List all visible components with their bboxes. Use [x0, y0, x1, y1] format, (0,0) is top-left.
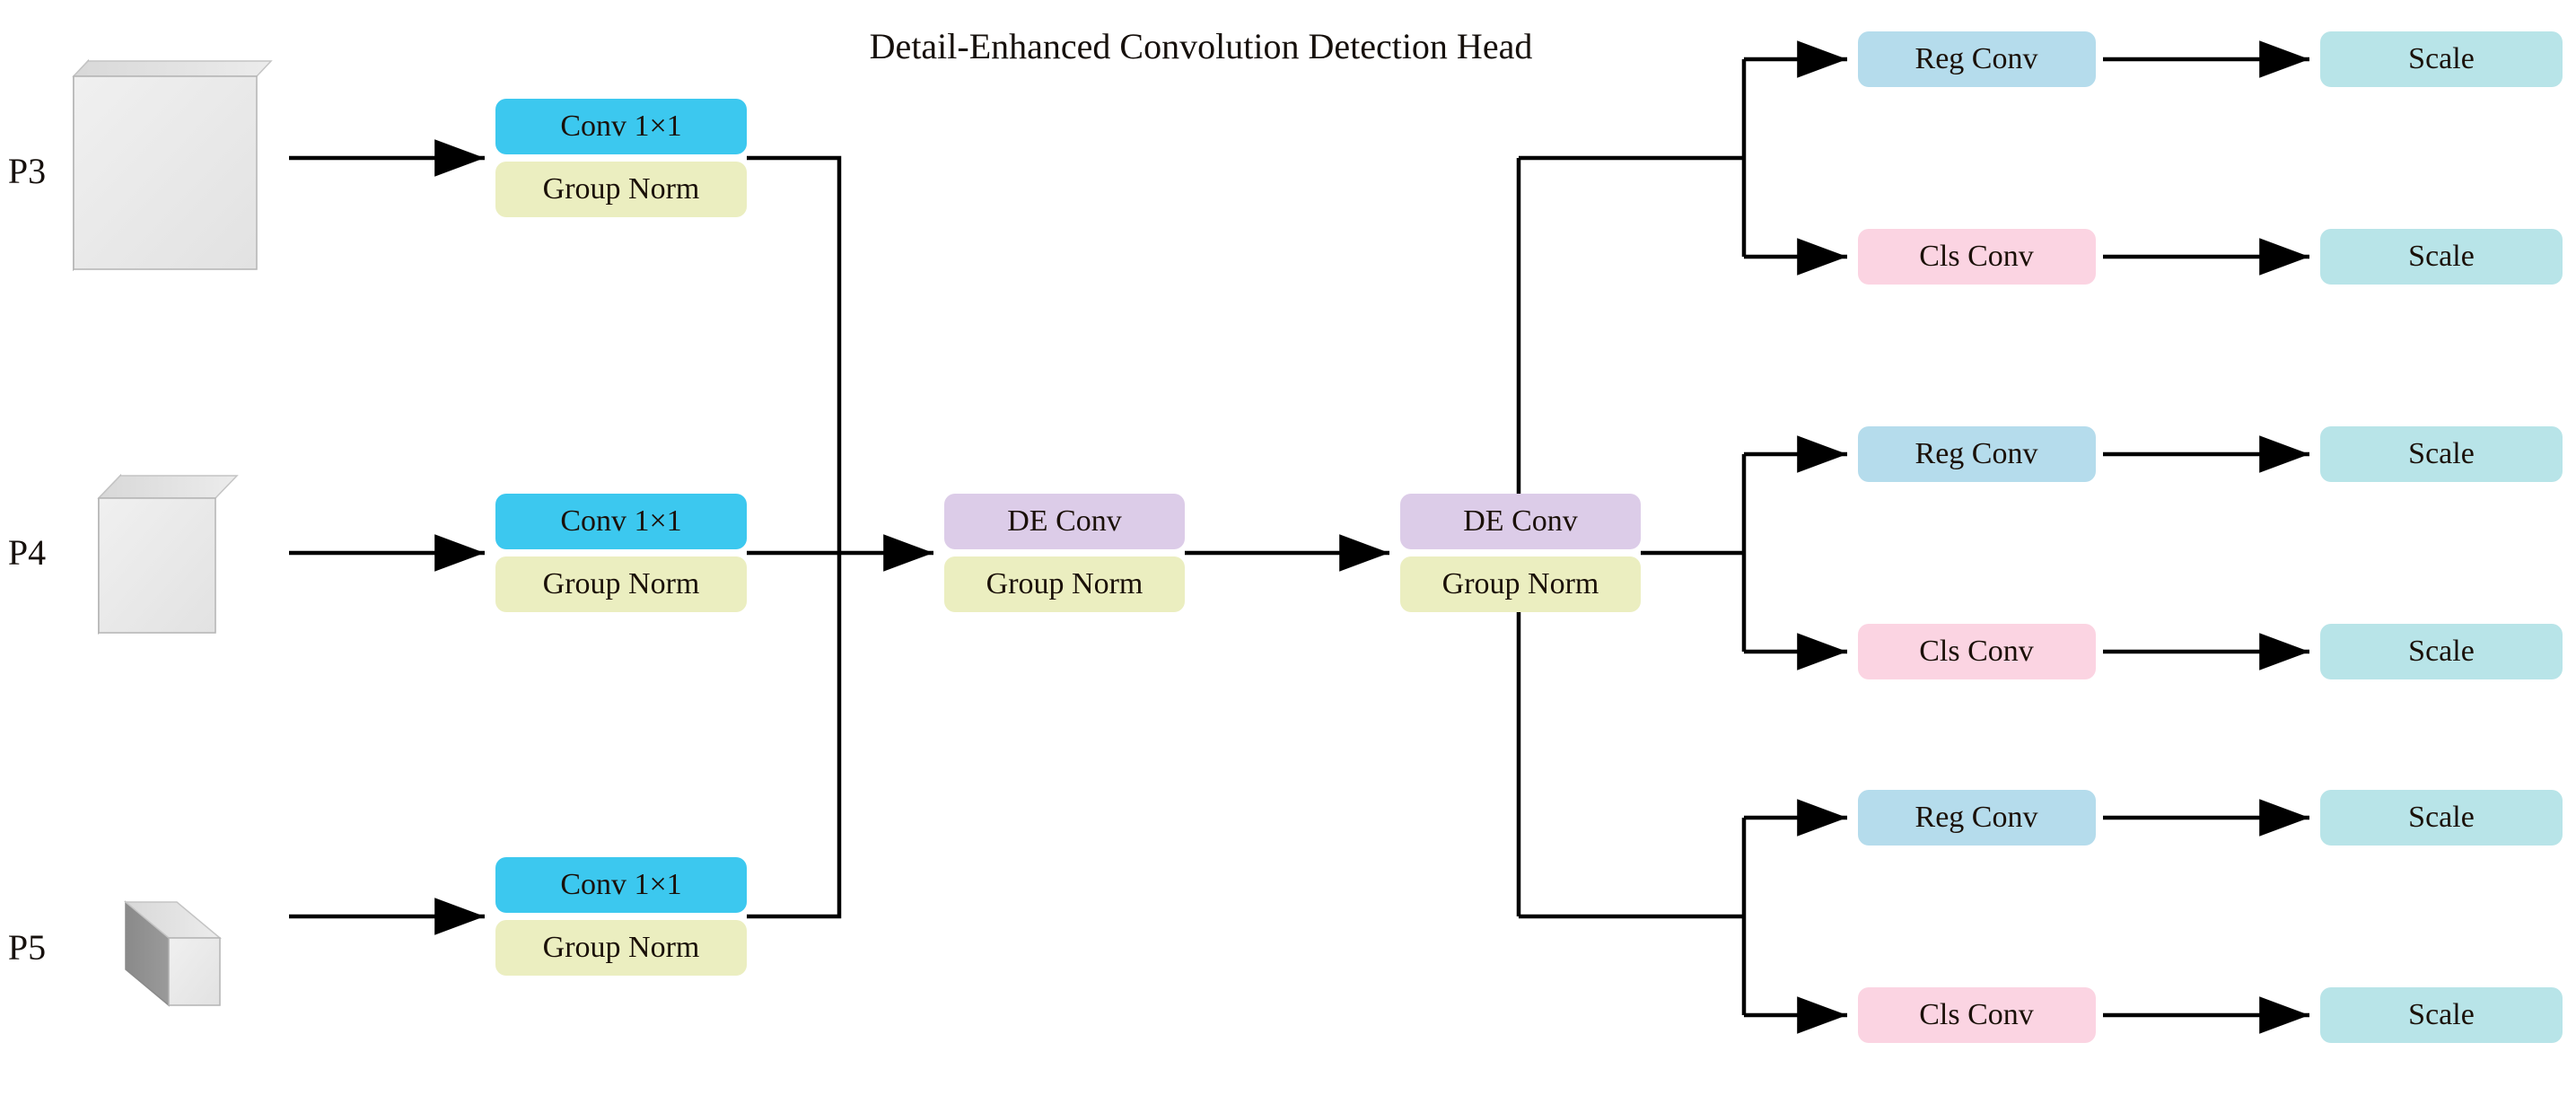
split-bus — [1516, 155, 1744, 919]
de-conv-block-2: DE Conv Group Norm — [1400, 494, 1641, 612]
de-groupnorm-label-1: Group Norm — [986, 567, 1143, 600]
scale-box-cls-row3[interactable] — [2320, 987, 2563, 1043]
reg-conv-box-row3[interactable] — [1858, 790, 2096, 846]
scale-box-reg-row1[interactable] — [2320, 31, 2563, 87]
conv1x1-label-p4: Conv 1×1 — [560, 504, 681, 538]
reg-conv-box-row2[interactable] — [1858, 426, 2096, 482]
scale-box-reg-row2[interactable] — [2320, 426, 2563, 482]
merge-bus — [747, 155, 934, 919]
cls-conv-box-row1[interactable] — [1858, 229, 2096, 285]
branch-row-2: Reg Conv Cls Conv Scale Scale — [1741, 426, 2563, 679]
conv1x1-label-p5: Conv 1×1 — [560, 868, 681, 901]
stem-block-p3: Conv 1×1 Group Norm — [495, 99, 747, 217]
scale-box-cls-row1[interactable] — [2320, 229, 2563, 285]
conv1x1-box-p4[interactable] — [495, 494, 747, 549]
input-label-p3: P3 — [8, 151, 46, 191]
de-groupnorm-label-2: Group Norm — [1442, 567, 1599, 600]
de-groupnorm-box-1[interactable] — [944, 556, 1185, 612]
feature-map-p4 — [97, 474, 239, 635]
scale-box-cls-row2[interactable] — [2320, 624, 2563, 679]
de-conv-box-1[interactable] — [944, 494, 1185, 549]
groupnorm-label-p3: Group Norm — [543, 172, 700, 206]
de-conv-label-1: DE Conv — [1007, 504, 1122, 538]
groupnorm-box-p5[interactable] — [495, 920, 747, 976]
scale-label-cls-row2: Scale — [2408, 635, 2475, 668]
input-label-p4: P4 — [8, 532, 46, 573]
scale-label-cls-row3: Scale — [2408, 998, 2475, 1031]
de-conv-box-2[interactable] — [1400, 494, 1641, 549]
scale-label-reg-row1: Scale — [2408, 42, 2475, 75]
stem-block-p5: Conv 1×1 Group Norm — [495, 857, 747, 976]
reg-conv-box-row1[interactable] — [1858, 31, 2096, 87]
conv1x1-label-p3: Conv 1×1 — [560, 110, 681, 143]
cls-conv-label-row1: Cls Conv — [1919, 240, 2034, 273]
groupnorm-box-p3[interactable] — [495, 162, 747, 217]
scale-label-cls-row1: Scale — [2408, 240, 2475, 273]
cls-conv-label-row2: Cls Conv — [1919, 635, 2034, 668]
feature-map-p5 — [123, 900, 223, 1007]
scale-box-reg-row3[interactable] — [2320, 790, 2563, 846]
groupnorm-label-p4: Group Norm — [543, 567, 700, 600]
conv1x1-box-p5[interactable] — [495, 857, 747, 913]
reg-conv-label-row3: Reg Conv — [1915, 801, 2038, 834]
input-label-p5: P5 — [8, 927, 46, 968]
scale-label-reg-row2: Scale — [2408, 437, 2475, 470]
reg-conv-label-row2: Reg Conv — [1915, 437, 2038, 470]
feature-map-p3 — [72, 59, 273, 271]
branch-row-3: Reg Conv Cls Conv Scale Scale — [1741, 790, 2563, 1043]
groupnorm-label-p5: Group Norm — [543, 931, 700, 964]
cls-conv-box-row3[interactable] — [1858, 987, 2096, 1043]
reg-conv-label-row1: Reg Conv — [1915, 42, 2038, 75]
de-groupnorm-box-2[interactable] — [1400, 556, 1641, 612]
cls-conv-label-row3: Cls Conv — [1919, 998, 2034, 1031]
groupnorm-box-p4[interactable] — [495, 556, 747, 612]
de-conv-label-2: DE Conv — [1463, 504, 1578, 538]
branch-row-1: Reg Conv Cls Conv Scale Scale — [1741, 31, 2563, 285]
cls-conv-box-row2[interactable] — [1858, 624, 2096, 679]
page-title: Detail-Enhanced Convolution Detection He… — [870, 26, 1533, 66]
stem-block-p4: Conv 1×1 Group Norm — [495, 494, 747, 612]
de-conv-block-1: DE Conv Group Norm — [944, 494, 1185, 612]
scale-label-reg-row3: Scale — [2408, 801, 2475, 834]
conv1x1-box-p3[interactable] — [495, 99, 747, 154]
